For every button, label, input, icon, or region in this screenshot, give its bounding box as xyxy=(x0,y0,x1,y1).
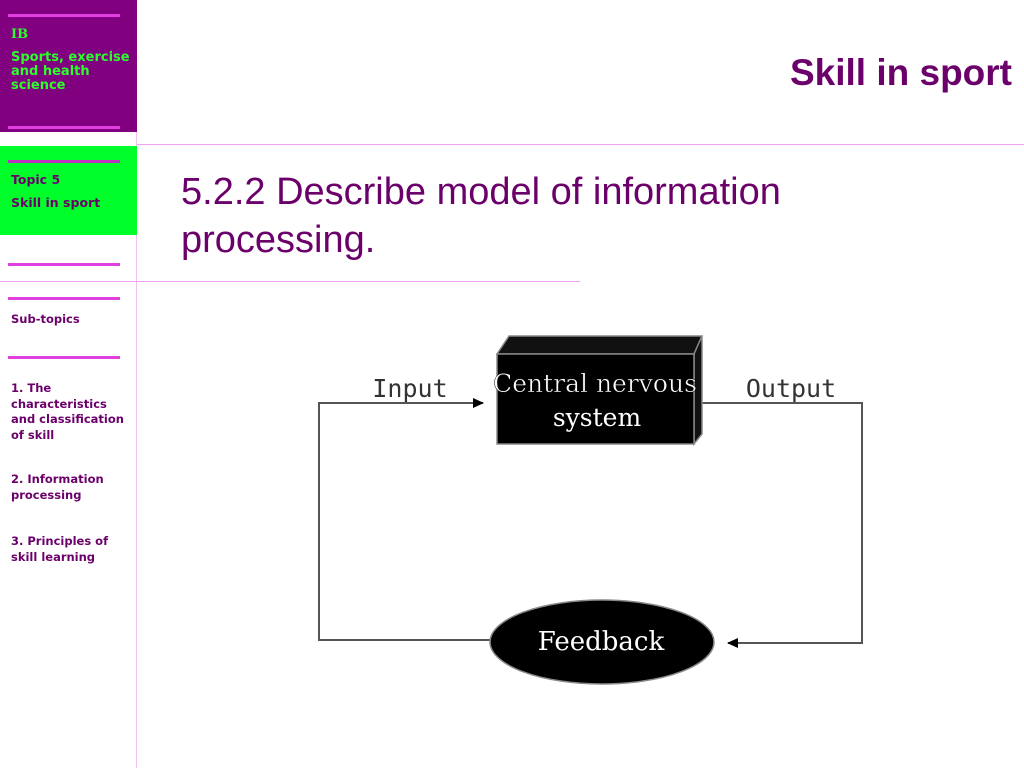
divider xyxy=(8,263,120,266)
feedback-arrow xyxy=(700,402,863,648)
cns-label-line1: Central nervous xyxy=(493,369,697,398)
page-title: Skill in sport xyxy=(789,52,1012,93)
subtopic-link-1[interactable]: 1. The characteristics and classificatio… xyxy=(11,381,124,442)
divider xyxy=(8,356,120,359)
topic-number: Topic 5 xyxy=(11,172,61,187)
input-arrow xyxy=(318,398,490,641)
subtopics-heading[interactable]: Sub-topics xyxy=(11,312,80,326)
cns-box: Central nervous system xyxy=(493,335,704,447)
sidebar-border xyxy=(136,132,137,768)
heading-divider xyxy=(0,281,580,282)
topic-banner: Topic 5 Skill in sport xyxy=(0,146,137,235)
course-banner: IB Sports, exercise and health science xyxy=(0,0,137,132)
header-divider xyxy=(137,144,1024,145)
input-label: Input xyxy=(372,374,447,403)
divider xyxy=(8,126,120,129)
cns-label-line2: system xyxy=(553,403,642,432)
course-name: Sports, exercise and health science xyxy=(11,50,130,93)
output-label: Output xyxy=(746,374,836,403)
feedback-ellipse: Feedback xyxy=(489,599,715,685)
ib-label: IB xyxy=(11,27,29,42)
feedback-label: Feedback xyxy=(538,627,665,657)
subtopic-link-2[interactable]: 2. Information processing xyxy=(11,472,104,502)
topic-name: Skill in sport xyxy=(11,195,101,210)
subtopic-link-3[interactable]: 3. Principles of skill learning xyxy=(11,534,109,564)
slide-heading: 5.2.2 Describe model of information proc… xyxy=(181,171,781,261)
divider xyxy=(8,297,120,300)
divider xyxy=(8,14,120,17)
divider xyxy=(8,160,120,163)
